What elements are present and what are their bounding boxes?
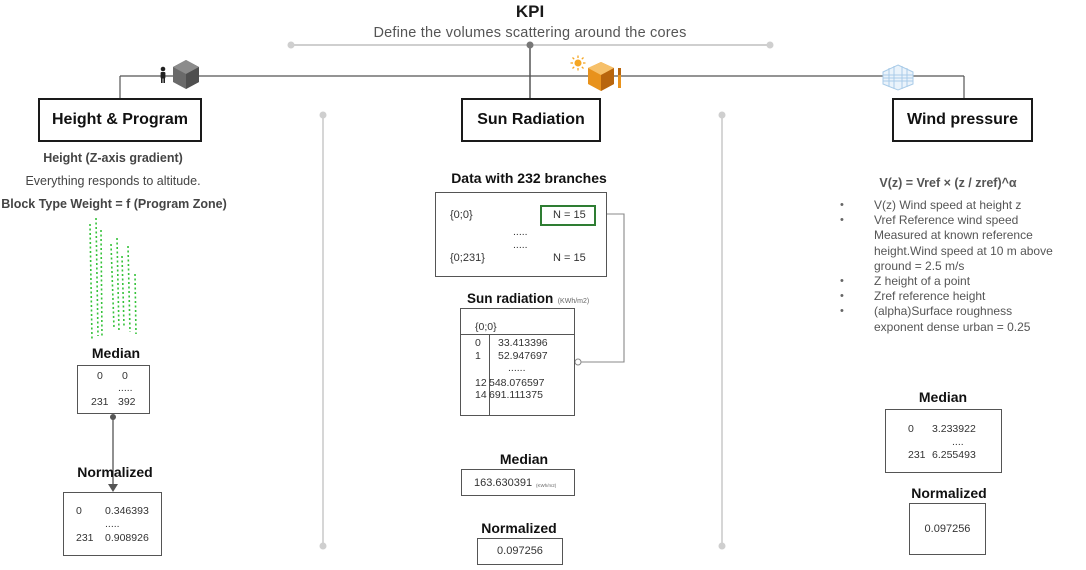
wind-normalized-value: 0.097256	[924, 523, 971, 535]
radiation-unit: (KWh/m2)	[557, 298, 590, 305]
sun-median-value: 163.630391	[474, 477, 533, 489]
branch-to-radiation-connector	[578, 213, 625, 363]
radiation-path: {0;0}	[475, 321, 497, 333]
page-title: KPI	[515, 2, 545, 21]
wind-median-row-1-index: 231	[908, 449, 926, 461]
wind-var-zref: Zref reference height	[840, 289, 1060, 304]
radiation-title: Sun radiation	[467, 291, 554, 306]
wind-pressure-title: Wind pressure	[907, 111, 1018, 128]
wind-variables-list: V(z) Wind speed at height z Vref Referen…	[840, 198, 1060, 335]
sun-radiation-box: Sun Radiation	[461, 98, 601, 142]
wind-var-vz: V(z) Wind speed at height z	[840, 198, 1060, 213]
wind-grid-icon	[882, 64, 914, 91]
sun-median-unit: (KWh/m2)	[536, 483, 557, 488]
sun-median-label: Median	[499, 451, 549, 467]
height-median-label: Median	[91, 345, 141, 361]
wind-formula: V(z) = Vref × (z / zref)^α	[879, 176, 1017, 190]
branch-data-title: Data with 232 branches	[451, 170, 607, 186]
subtitle-bar-end-left	[287, 41, 295, 49]
person-icon	[160, 66, 166, 83]
normalized-row-1-index: 231	[76, 532, 94, 544]
radiation-row-1-index: 1	[475, 350, 481, 362]
sun-icon	[570, 55, 586, 71]
sun-cube-icon	[588, 62, 621, 91]
normalized-dots: .....	[105, 518, 120, 530]
center-vertical-top-dot	[526, 41, 534, 49]
radiation-dots: ......	[508, 362, 526, 374]
wind-median-label: Median	[918, 389, 968, 405]
sun-normalized-value: 0.097256	[497, 545, 543, 557]
block-weight-label: Block Type Weight = f (Program Zone)	[1, 197, 227, 211]
normalized-row-0-index: 0	[76, 505, 82, 517]
branch-first-path: {0;0}	[450, 209, 473, 221]
radiation-row-2-value: 548.076597	[489, 377, 545, 389]
radiation-row-1-value: 52.947697	[498, 350, 548, 362]
branch-last-path: {0;231}	[450, 252, 485, 264]
height-z-axis-label: Height (Z-axis gradient)	[43, 151, 183, 165]
wind-normalized-panel: 0.097256	[909, 503, 986, 555]
branch-last-count: N = 15	[553, 252, 586, 264]
wind-var-vref: Vref Reference wind speed Measured at kn…	[840, 213, 1060, 274]
page-subtitle: Define the volumes scattering around the…	[373, 25, 687, 41]
radiation-title-wrap: Sun radiation (KWh/m2)	[467, 290, 589, 308]
sun-median-panel: 163.630391 (KWh/m2)	[461, 469, 575, 496]
branch-first-highlight	[540, 205, 596, 226]
median-row-0-value: 0	[122, 370, 128, 382]
normalized-row-0-value: 0.346393	[105, 505, 149, 517]
median-row-1-value: 392	[118, 396, 136, 408]
sun-radiation-title: Sun Radiation	[477, 111, 585, 128]
height-normalized-panel: 0 0.346393 ..... 231 0.908926	[63, 492, 162, 556]
height-gradient-plot	[89, 217, 137, 341]
radiation-row-3-index: 14	[475, 389, 487, 401]
wind-median-row-1-value: 6.255493	[932, 449, 976, 461]
median-row-0-index: 0	[97, 370, 103, 382]
branch-data-panel: {0;0} N = 15 ..... ..... {0;231} N = 15	[435, 192, 607, 277]
wind-pressure-box: Wind pressure	[892, 98, 1033, 142]
radiation-row-0-value: 33.413396	[498, 337, 548, 349]
wind-median-dots: ....	[952, 436, 964, 448]
subtitle-bar-end-right	[766, 41, 774, 49]
radiation-panel: {0;0} 0 33.413396 1 52.947697 ...... 12 …	[460, 308, 575, 416]
normalized-row-1-value: 0.908926	[105, 532, 149, 544]
sun-normalized-label: Normalized	[481, 520, 557, 536]
median-row-1-index: 231	[91, 396, 109, 408]
height-program-box: Height & Program	[38, 98, 202, 142]
height-program-title: Height & Program	[51, 111, 188, 128]
wind-var-z: Z height of a point	[840, 274, 1060, 289]
height-responds-text: Everything responds to altitude.	[25, 174, 201, 188]
cube-icon	[173, 60, 199, 89]
radiation-row-2-index: 12	[475, 377, 487, 389]
wind-median-row-0-index: 0	[908, 423, 914, 435]
wind-median-panel: 0 3.233922 .... 231 6.255493	[885, 409, 1002, 473]
median-dots: .....	[118, 382, 133, 394]
height-normalized-label: Normalized	[77, 464, 153, 480]
wind-var-alpha: (alpha)Surface roughness exponent dense …	[840, 304, 1060, 334]
height-median-panel: 0 0 ..... 231 392	[77, 365, 150, 414]
wind-median-row-0-value: 3.233922	[932, 423, 976, 435]
sun-normalized-panel: 0.097256	[477, 538, 563, 565]
radiation-row-3-value: 691.111375	[489, 389, 543, 401]
radiation-row-0-index: 0	[475, 337, 481, 349]
wind-normalized-label: Normalized	[911, 485, 987, 501]
branch-first-count: N = 15	[553, 209, 586, 221]
branch-dots-1: .....	[513, 226, 528, 238]
branch-dots-2: .....	[513, 239, 528, 251]
